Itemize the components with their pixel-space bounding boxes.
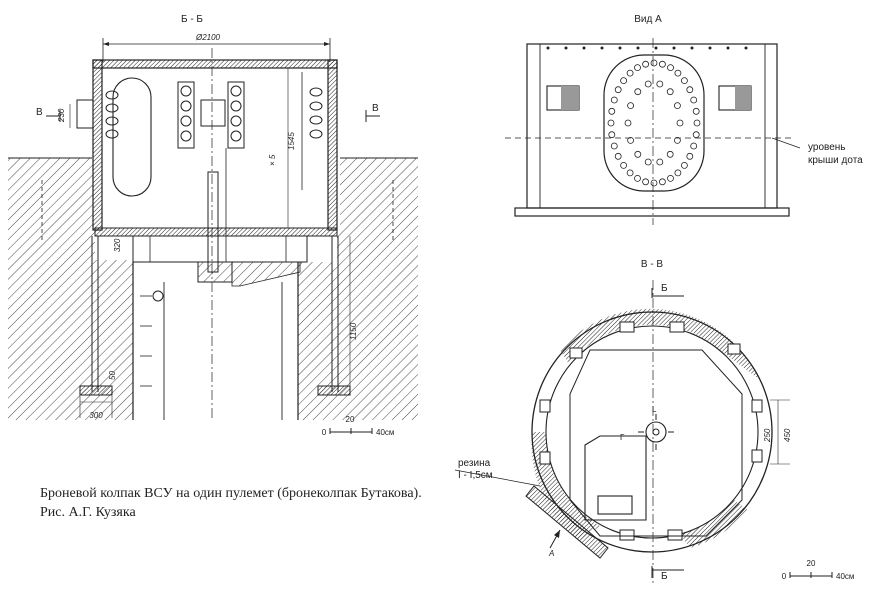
bolt-hole [634, 88, 642, 96]
bolt-hole [667, 174, 674, 182]
bolt-hole [674, 102, 681, 109]
arrow-a-label: А [548, 549, 554, 558]
bolt-hole [608, 131, 616, 139]
dim-230: 230 [57, 108, 66, 123]
bolt-hole [650, 179, 658, 187]
scale-left-end: 40см [376, 428, 394, 437]
caption-line-2: Рис. А.Г. Кузяка [40, 505, 136, 520]
bolt-hole [642, 60, 649, 68]
section-bb-drawing: Б - Б Ø2100 [8, 14, 418, 420]
bolt-hole [693, 119, 701, 127]
view-a-title: Вид А [634, 14, 662, 25]
scale-bar-right: 20 0 40см [782, 559, 855, 581]
bolt-hole [626, 169, 634, 177]
bolt-hole [659, 60, 666, 68]
bolt-hole [614, 152, 622, 160]
diameter-label: Ø2100 [195, 33, 221, 42]
bolt-hole [620, 77, 627, 84]
bolt-hole [681, 77, 688, 84]
scale-left-mid: 20 [346, 415, 355, 424]
bolt-hole [690, 142, 698, 150]
bolt-hole [614, 86, 622, 94]
bolt-hole [634, 64, 641, 71]
bolt-hole [659, 178, 666, 186]
scale-right-zero: 0 [782, 572, 787, 581]
section-vv-title: В - В [641, 259, 664, 270]
bolt-hole [627, 136, 634, 144]
bolt-hole [608, 107, 616, 115]
bolt-hole [692, 107, 700, 115]
bolt-hole [666, 88, 674, 96]
caption-line-1: Броневой колпак ВСУ на один пулемет (бро… [40, 486, 422, 501]
dim-1545: 1545 [287, 132, 296, 150]
svg-text:× 5: × 5 [268, 154, 277, 166]
scale-bar-left: 20 0 40см [322, 415, 395, 437]
view-a-drawing: Вид А уровень крыши дота [505, 14, 863, 225]
dim-250: 250 [763, 428, 772, 443]
section-bb-title: Б - Б [181, 14, 203, 25]
bolt-hole [666, 150, 674, 158]
bolt-hole [692, 131, 700, 139]
bolt-hole [620, 161, 627, 169]
cut-mark-left: В [36, 107, 43, 118]
bolt-hole [624, 119, 632, 127]
dim-300: 300 [89, 411, 103, 420]
bolt-hole [676, 119, 684, 127]
scale-right-mid: 20 [807, 559, 816, 568]
bolt-hole [644, 158, 652, 166]
bolt-hole [674, 169, 682, 177]
bolt-hole [656, 158, 664, 166]
bolt-hole [634, 150, 642, 158]
cut-mark-right: В [372, 103, 379, 114]
bolt-hole [627, 102, 634, 109]
dim-320: 320 [113, 238, 122, 252]
bolt-hole [650, 59, 658, 67]
bolt-hole [610, 142, 618, 150]
bolt-hole [686, 152, 694, 160]
section-vv-drawing: В - В Б Б L Г [454, 259, 792, 585]
bolt-hole [690, 96, 698, 104]
figure-caption: Броневой колпак ВСУ на один пулемет (бро… [40, 484, 460, 522]
rubber-label-1: резина [458, 458, 491, 469]
mark-l: L [652, 405, 657, 414]
bolt-hole [686, 86, 694, 94]
bolt-hole [674, 69, 682, 77]
bolt-hole [667, 64, 674, 71]
roof-level-label-1: уровень [808, 142, 846, 153]
bolt-hole [674, 136, 681, 144]
bolt-hole [644, 80, 652, 88]
bolt-hole [681, 161, 688, 169]
bolt-hole [626, 69, 634, 77]
bolt-hole [607, 119, 615, 127]
dim-50: 50 [108, 371, 117, 380]
cut-mark-bottom: Б [661, 571, 668, 582]
dim-1150: 1150 [349, 322, 358, 340]
dim-450: 450 [783, 428, 792, 442]
mark-g: Г [620, 433, 625, 442]
bolt-hole [610, 96, 618, 104]
bolt-hole [634, 174, 641, 182]
cut-mark-top: Б [661, 283, 668, 294]
scale-left-zero: 0 [322, 428, 327, 437]
bolt-hole [656, 80, 664, 88]
rubber-label-2: I - I,5см [458, 470, 493, 481]
roof-level-label-2: крыши дота [808, 155, 863, 166]
bolt-hole [642, 178, 649, 186]
scale-right-end: 40см [836, 572, 854, 581]
